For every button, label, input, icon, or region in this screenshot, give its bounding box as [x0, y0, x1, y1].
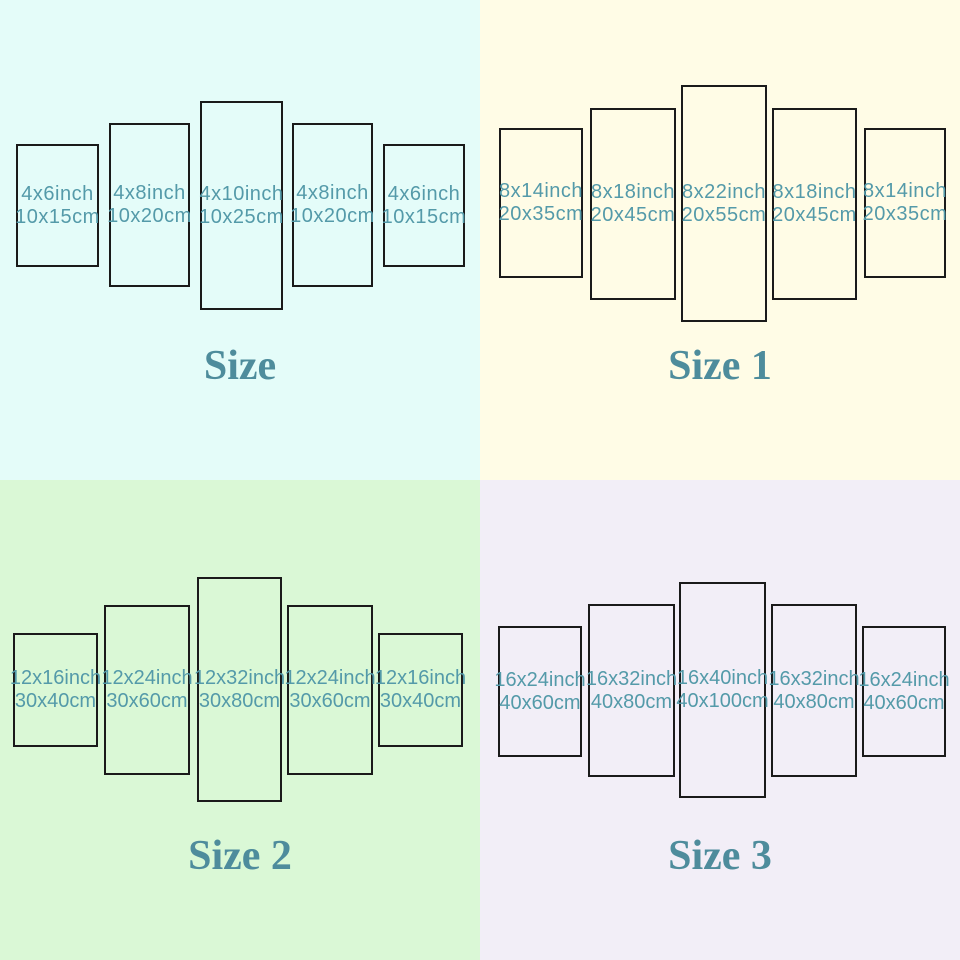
panel-cm-label: 40x80cm [773, 690, 855, 713]
panel-cm-label: 20x35cm [498, 203, 584, 225]
panel-size-label: 12x16inch 30x40cm [10, 667, 101, 713]
panel-inch-label: 8x14inch [862, 180, 948, 202]
quadrant-size-1: 8x14inch 20x35cm 8x18inch 20x45cm 8x22in… [480, 0, 960, 480]
quadrant-title: Size 3 [668, 833, 772, 879]
panel-cm-label: 10x20cm [290, 205, 375, 227]
panel-inch-label: 8x18inch [590, 181, 676, 203]
panel-inch-label: 4x6inch [21, 182, 94, 205]
panel-cm-label: 40x60cm [863, 691, 945, 714]
panel-cm-label: 10x15cm [15, 205, 100, 228]
panel-size-label: 12x32inch 30x80cm [194, 667, 285, 713]
panel-inch-label: 16x24inch [858, 668, 950, 691]
canvas-panel: 12x24inch 30x60cm [284, 605, 376, 775]
panel-inch-label: 16x40inch [676, 667, 769, 689]
panel-inch-label: 16x32inch [585, 667, 678, 690]
panel-size-label: 16x24inch 40x60cm [858, 669, 949, 715]
canvas-panel: 12x32inch 30x80cm [194, 577, 285, 802]
canvas-panel: 4x10inch 10x25cm [199, 101, 284, 310]
canvas-panel: 12x16inch 30x40cm [375, 633, 466, 747]
canvas-panel: 4x8inch 10x20cm [290, 123, 375, 287]
quadrant-title: Size [203, 343, 277, 389]
panel-inch-label: 4x8inch [113, 182, 186, 204]
panel-inch-label: 4x10inch [199, 182, 284, 205]
panel-size-label: 4x6inch 10x15cm [382, 183, 467, 229]
canvas-panel: 16x24inch 40x60cm [494, 626, 586, 757]
canvas-panel: 12x24inch 30x60cm [101, 605, 193, 775]
panel-cm-label: 20x45cm [772, 204, 857, 226]
quadrant-size-3: 16x24inch 40x60cm 16x32inch 40x80cm 16x4… [480, 480, 960, 960]
panel-size-label: 8x14inch 20x35cm [499, 180, 584, 226]
panel-inch-label: 8x18inch [772, 181, 857, 203]
panel-cm-label: 40x80cm [590, 690, 673, 713]
canvas-panel: 8x18inch 20x45cm [590, 108, 676, 300]
canvas-panel: 4x6inch 10x15cm [15, 144, 100, 267]
canvas-panel: 16x32inch 40x80cm [586, 604, 677, 777]
canvas-panel: 16x24inch 40x60cm [858, 626, 950, 757]
quadrant-title: Size 1 [668, 343, 772, 389]
panel-inch-label: 8x14inch [498, 180, 584, 202]
quadrant-title: Size 2 [188, 833, 292, 879]
panel-size-label: 16x32inch 40x80cm [768, 668, 859, 714]
panel-cm-label: 40x60cm [499, 691, 581, 714]
panel-cm-label: 20x55cm [681, 203, 767, 226]
panel-cm-label: 30x60cm [289, 690, 371, 712]
panel-inch-label: 16x32inch [768, 667, 860, 690]
panel-inch-label: 4x8inch [296, 182, 369, 204]
panel-inch-label: 4x6inch [387, 182, 461, 205]
panel-cm-label: 30x60cm [106, 690, 188, 712]
panel-inch-label: 12x16inch [9, 667, 102, 689]
canvas-panel: 8x14inch 20x35cm [863, 128, 948, 278]
panel-size-label: 4x8inch 10x20cm [107, 182, 192, 228]
panel-size-label: 12x24inch 30x60cm [284, 667, 375, 713]
canvas-panel: 16x40inch 40x100cm [676, 582, 769, 798]
panel-size-label: 8x18inch 20x45cm [591, 181, 676, 227]
panel-inch-label: 12x32inch [193, 666, 286, 689]
quadrant-size-2: 12x16inch 30x40cm 12x24inch 30x60cm 12x3… [0, 480, 480, 960]
panel-size-label: 12x16inch 30x40cm [375, 667, 466, 713]
canvas-panel: 16x32inch 40x80cm [768, 604, 860, 777]
panel-cm-label: 20x35cm [862, 203, 948, 225]
panel-size-label: 16x32inch 40x80cm [586, 668, 677, 714]
panel-inch-label: 12x16inch [374, 667, 467, 689]
panel-cm-label: 40x100cm [676, 690, 769, 712]
panel-cm-label: 30x80cm [198, 689, 281, 712]
panel-size-label: 4x10inch 10x25cm [199, 183, 284, 229]
quadrant-size: 4x6inch 10x15cm 4x8inch 10x20cm 4x10inch… [0, 0, 480, 480]
canvas-panel: 8x14inch 20x35cm [499, 128, 583, 278]
panel-cm-label: 30x40cm [14, 690, 97, 712]
panel-size-label: 12x24inch 30x60cm [101, 667, 192, 713]
canvas-panel: 8x18inch 20x45cm [772, 108, 857, 300]
panel-cm-label: 10x25cm [199, 205, 284, 228]
panel-size-label: 4x6inch 10x15cm [15, 183, 100, 229]
panel-cm-label: 30x40cm [379, 690, 462, 712]
panel-size-label: 4x8inch 10x20cm [290, 182, 375, 228]
panel-size-label: 8x14inch 20x35cm [863, 180, 948, 226]
canvas-panel: 4x6inch 10x15cm [382, 144, 467, 267]
panel-size-label: 8x18inch 20x45cm [772, 181, 857, 227]
panel-cm-label: 10x15cm [381, 205, 467, 228]
panel-inch-label: 12x24inch [284, 667, 376, 689]
panel-size-label: 16x24inch 40x60cm [494, 669, 585, 715]
canvas-panel: 4x8inch 10x20cm [107, 123, 192, 287]
panel-inch-label: 16x24inch [494, 668, 586, 691]
panel-size-label: 16x40inch 40x100cm [676, 667, 768, 713]
panel-size-label: 8x22inch 20x55cm [682, 181, 767, 227]
panel-inch-label: 12x24inch [101, 667, 193, 689]
panel-cm-label: 20x45cm [590, 204, 676, 226]
panel-inch-label: 8x22inch [681, 180, 767, 203]
canvas-panel: 8x22inch 20x55cm [681, 85, 767, 322]
canvas-panel: 12x16inch 30x40cm [10, 633, 101, 747]
panel-cm-label: 10x20cm [107, 205, 192, 227]
